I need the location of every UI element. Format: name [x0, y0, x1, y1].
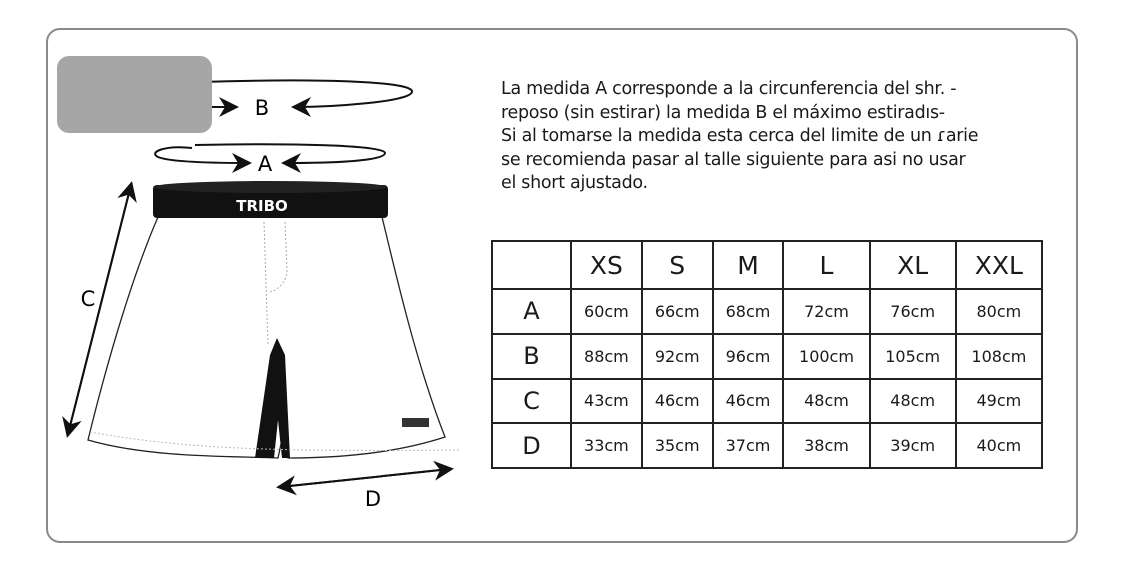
cell: 76cm — [868, 288, 957, 335]
cell: 80cm — [954, 288, 1044, 335]
header-row: XS S M L XL XXL — [491, 240, 1044, 290]
cell: 92cm — [640, 332, 714, 380]
row-label: D — [491, 422, 572, 469]
crotch-gusset — [255, 338, 290, 458]
cell: 108cm — [954, 332, 1044, 380]
measure-b-loop — [199, 79, 413, 117]
cell: 60cm — [570, 288, 643, 335]
cell: 33cm — [570, 422, 643, 469]
size-header: S — [640, 240, 714, 290]
label-c: C — [81, 287, 96, 311]
table-row: B 88cm 92cm 96cm 100cm 105cm 108cm — [491, 332, 1044, 380]
description-line: el short ajustado. — [501, 173, 648, 193]
cell: 66cm — [640, 288, 714, 335]
size-header: L — [782, 240, 871, 290]
description-line: Si al tomarse la medida esta cerca del l… — [501, 126, 979, 146]
cell: 35cm — [640, 422, 714, 469]
size-table: XS S M L XL XXL A 60cm 66cm 68cm 72cm 76… — [491, 240, 1044, 469]
label-a: A — [258, 152, 273, 176]
cell: 96cm — [711, 332, 785, 380]
label-d: D — [365, 487, 381, 511]
size-chart-card — [46, 28, 1078, 543]
waistband — [153, 185, 388, 218]
corner-cell — [491, 240, 572, 290]
table-row: C 43cm 46cm 46cm 48cm 48cm 49cm — [491, 377, 1044, 425]
description-line: reposo (sin estirar) la medida B el máxi… — [501, 102, 945, 123]
cell: 48cm — [782, 377, 871, 425]
brand-logo: TRIBO — [236, 197, 288, 215]
measure-a-loop — [154, 143, 387, 173]
cell: 49cm — [954, 377, 1044, 425]
cell: 40cm — [954, 422, 1044, 469]
cell: 46cm — [640, 377, 714, 425]
row-label: A — [491, 288, 572, 335]
row-label: B — [491, 332, 572, 380]
cell: 68cm — [711, 288, 785, 335]
table-row: D 33cm 35cm 37cm 38cm 39cm 40cm — [491, 422, 1044, 469]
size-header: XL — [868, 240, 957, 290]
shorts-diagram: B A TRIBO C D — [62, 79, 461, 511]
size-header: M — [711, 240, 785, 290]
cell: 88cm — [570, 332, 643, 380]
description-line: La medida A corresponde a la circunferen… — [501, 79, 957, 99]
cell: 72cm — [782, 288, 871, 335]
cell: 105cm — [868, 332, 957, 380]
cell: 43cm — [570, 377, 643, 425]
redacted-box — [57, 56, 212, 133]
table-row: A 60cm 66cm 68cm 72cm 76cm 80cm — [491, 288, 1044, 335]
cell: 38cm — [782, 422, 871, 469]
size-header: XXL — [954, 240, 1044, 290]
description-line: se recomienda pasar al talle siguiente p… — [501, 149, 966, 170]
cell: 48cm — [868, 377, 957, 425]
measurement-description: La medida A corresponde a la circunferen… — [501, 78, 1041, 196]
small-brand-tag — [402, 418, 429, 427]
label-b: B — [255, 96, 269, 120]
cell: 37cm — [711, 422, 785, 469]
cell: 39cm — [868, 422, 957, 469]
cell: 100cm — [782, 332, 871, 380]
size-header: XS — [570, 240, 643, 290]
row-label: C — [491, 377, 572, 425]
cell: 46cm — [711, 377, 785, 425]
